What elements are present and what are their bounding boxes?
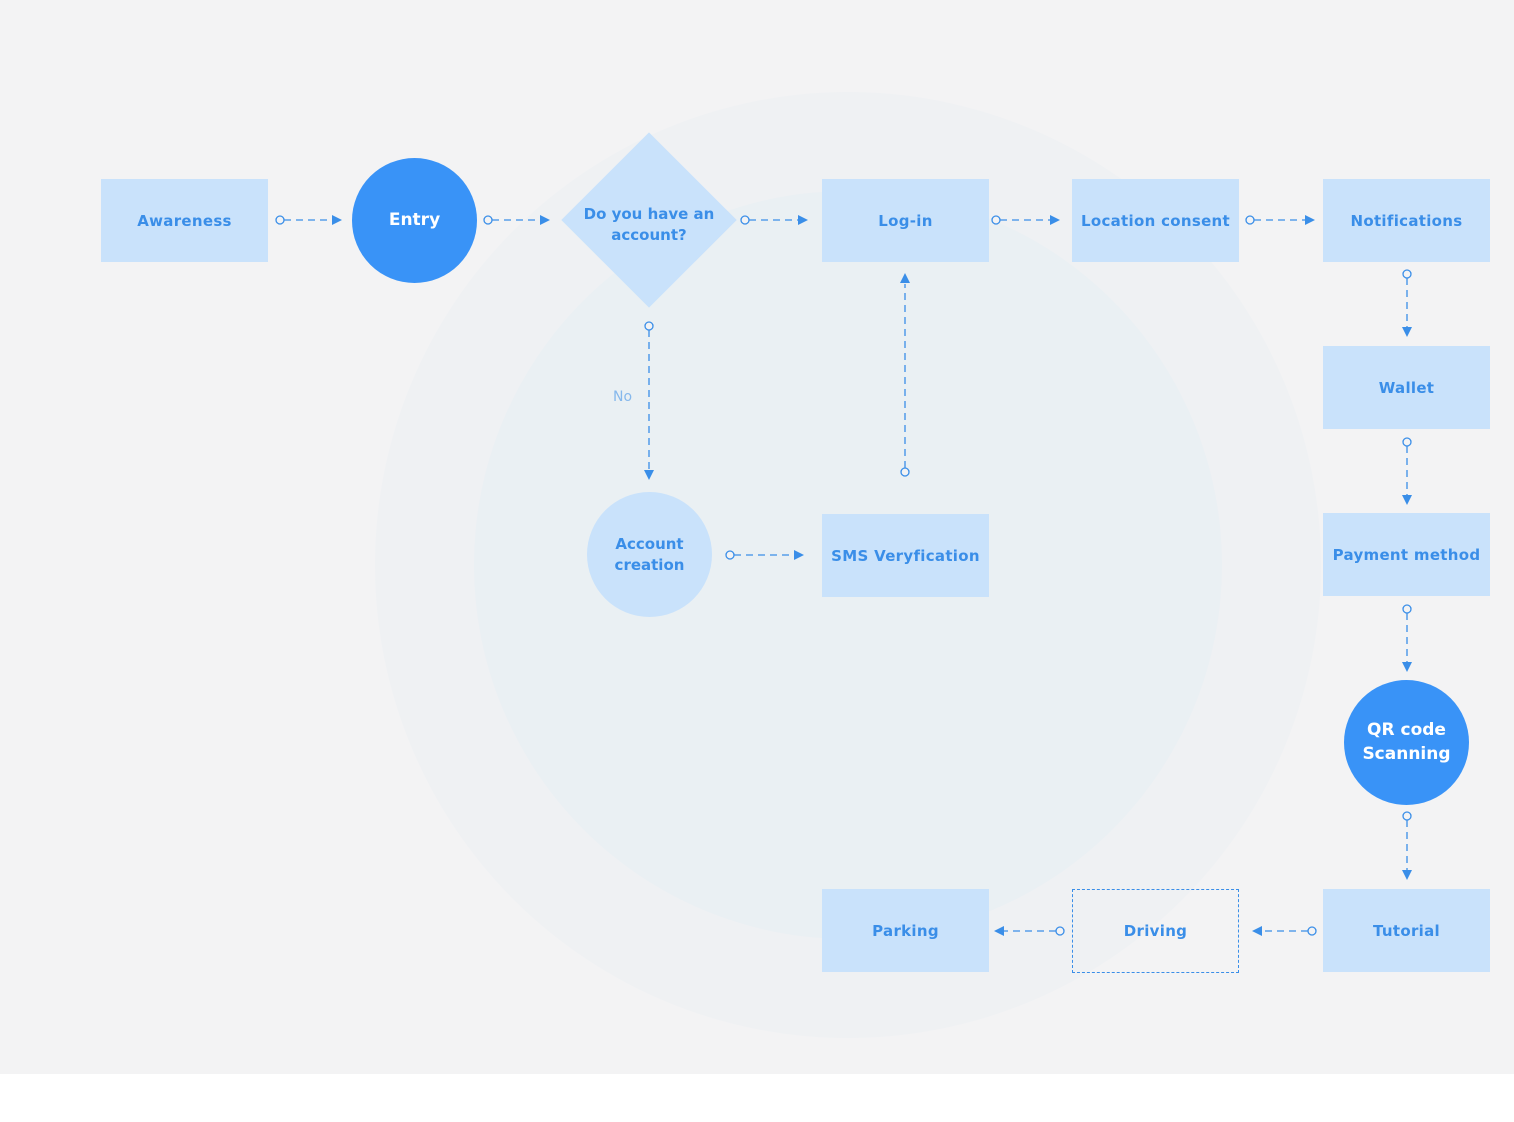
connectors-layer <box>275 215 1412 936</box>
edge-label-no: No <box>613 389 633 405</box>
edge-wallet-payment <box>1402 437 1412 505</box>
node-driving: Driving <box>1072 889 1239 973</box>
node-wallet: Wallet <box>1323 346 1490 429</box>
edge-tutorial-driving <box>1252 926 1317 936</box>
node-decision-label: Do you have an account? <box>583 205 715 244</box>
node-entry: Entry <box>352 158 477 283</box>
node-parking: Parking <box>822 889 989 972</box>
edge-qr-tutorial <box>1402 811 1412 880</box>
flow-diagram-canvas: Awareness Entry Do you have an account? … <box>0 0 1514 1074</box>
edge-account-creation-sms <box>725 550 804 560</box>
edge-login-location-consent <box>991 215 1060 225</box>
edge-sms-login <box>900 273 910 477</box>
node-payment-method: Payment method <box>1323 513 1490 596</box>
node-login: Log-in <box>822 179 989 262</box>
node-location-consent: Location consent <box>1072 179 1239 262</box>
node-tutorial: Tutorial <box>1323 889 1490 972</box>
node-account-creation: Account creation <box>587 492 712 617</box>
node-qr-code-scanning: QR code Scanning <box>1344 680 1469 805</box>
edge-decision-account-creation <box>644 321 654 480</box>
edge-decision-login <box>740 215 808 225</box>
edge-awareness-entry <box>275 215 342 225</box>
edge-driving-parking <box>994 926 1065 936</box>
node-notifications: Notifications <box>1323 179 1490 262</box>
edge-entry-decision <box>483 215 550 225</box>
edge-payment-qr <box>1402 604 1412 672</box>
node-awareness: Awareness <box>101 179 268 262</box>
node-sms-verification: SMS Veryfication <box>822 514 989 597</box>
edge-notifications-wallet <box>1402 269 1412 337</box>
edge-location-consent-notifications <box>1245 215 1315 225</box>
